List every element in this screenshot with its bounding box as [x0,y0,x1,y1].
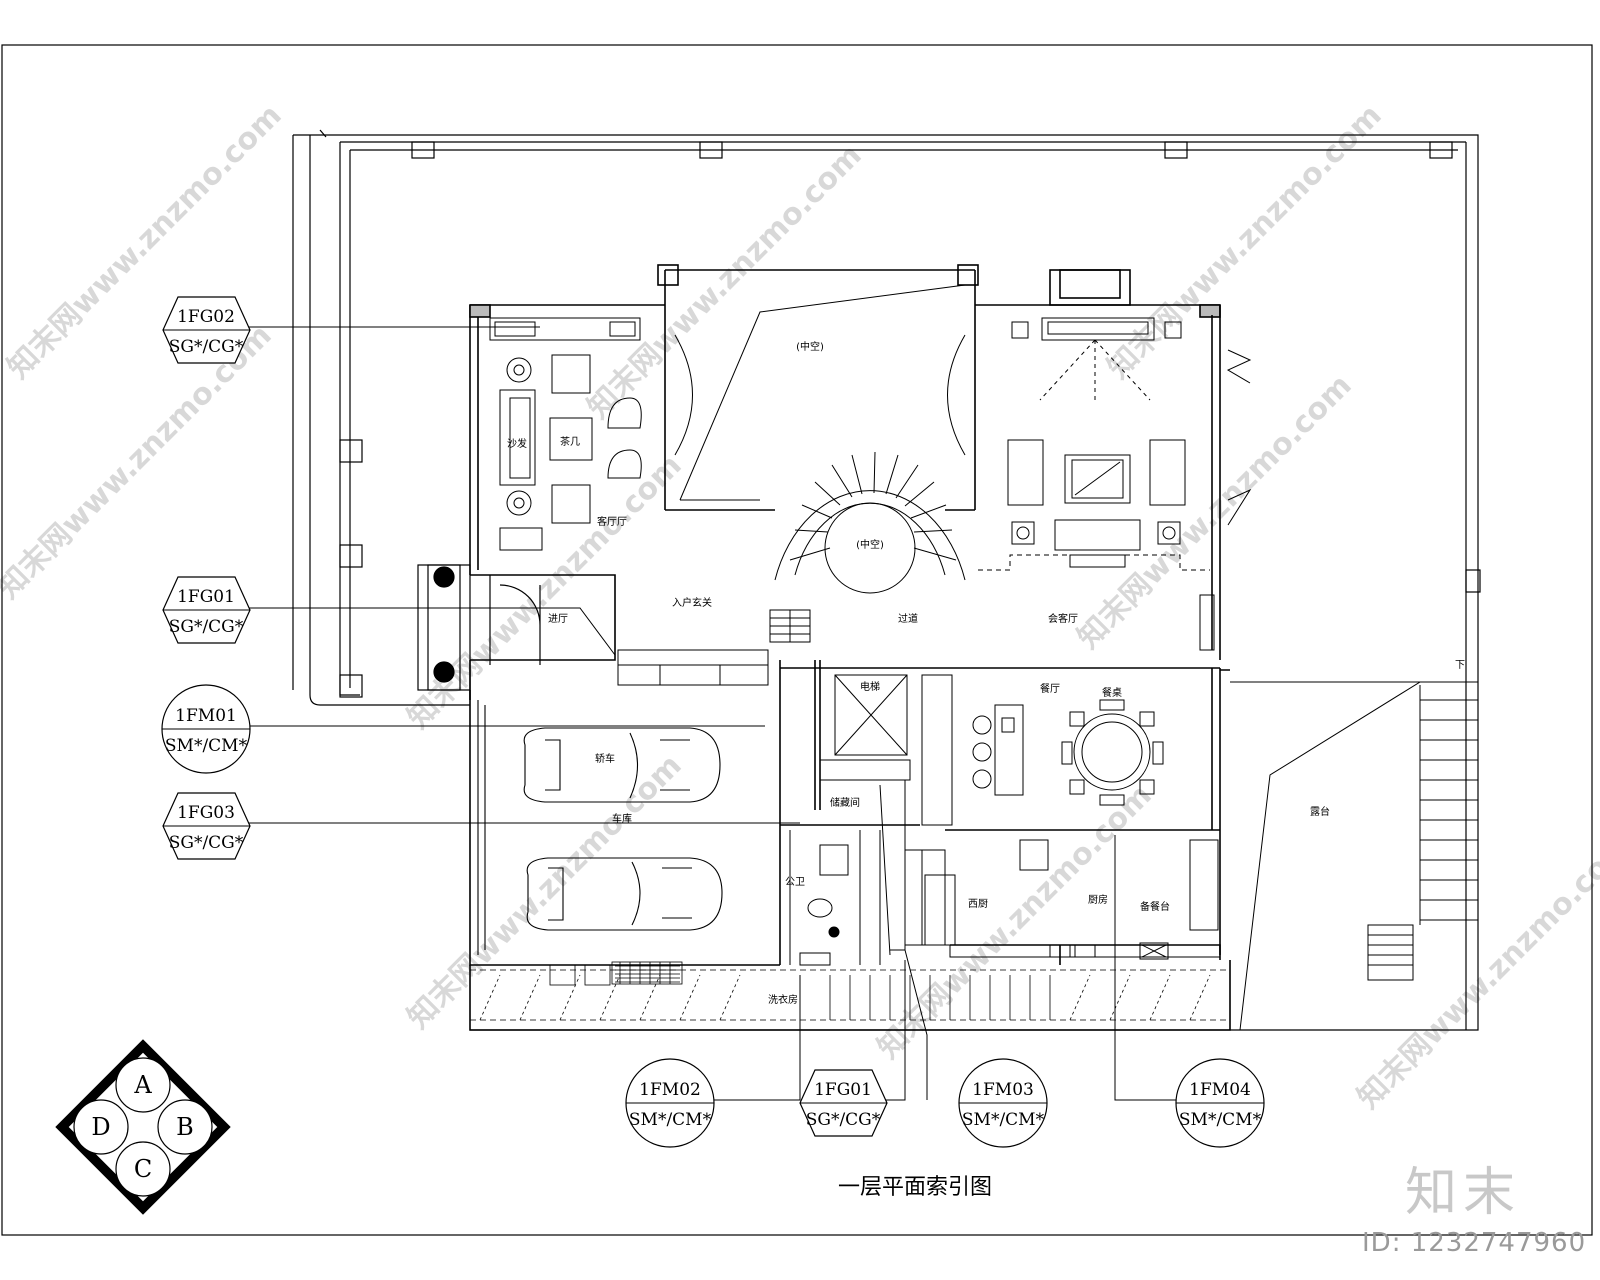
elevator-and-dining [819,674,1164,826]
entrance-cabinet [617,594,1215,686]
file-id: ID: 1232747960 [1362,1228,1587,1258]
index-tag-1fg01-bottom: 1FG01 SG*/CG* [799,1069,888,1137]
room-labels: (中空) (中空) 客厅厅 沙发 茶几 入户玄关 进厅 过道 会客厅 电梯 餐厅… [507,340,1465,1006]
room-label: 西厨 [968,898,988,910]
tag-sub: SM*/CM* [1179,1110,1262,1130]
watermark: 知末网www.znzmo.com [401,748,689,1036]
sheet-border [1,44,1593,1236]
watermark: 知末网www.znzmo.com [1101,98,1389,386]
lounge-furniture [489,317,642,551]
room-label: 下 [1455,660,1465,671]
room-label: 储藏间 [830,796,860,809]
drawing-title: 一层平面索引图 [838,1175,992,1200]
room-label: 沙发 [507,437,527,450]
spiral-staircase [774,451,966,594]
tag-code: 1FG01 [814,1080,872,1100]
tag-sub: SM*/CM* [629,1110,712,1130]
tag-code: 1FM03 [972,1080,1034,1100]
index-tag-1fm04: 1FM04 SM*/CM* [1175,1058,1265,1148]
tag-sub: SG*/CG* [806,1110,881,1130]
garage-cars [477,700,723,955]
room-label: 餐桌 [1102,686,1122,699]
brand-watermark: 知末 [1405,1163,1522,1223]
room-label: 茶几 [560,435,580,448]
upper-void-room [674,284,966,501]
room-label: 客厅厅 [597,515,627,528]
room-label: 电梯 [860,680,880,693]
index-tag-1fg01-left: 1FG01 SG*/CG* [162,576,251,644]
watermark: 知末网www.znzmo.com [401,448,689,736]
watermark: 知末网www.znzmo.com [1071,368,1359,656]
compass-label: C [134,1155,152,1183]
room-label: 厨房 [1088,893,1108,906]
room-label: 会客厅 [1048,612,1078,625]
room-label: 备餐台 [1140,900,1170,913]
tag-sub: SM*/CM* [962,1110,1045,1130]
toilet-storage [789,779,946,966]
tag-code: 1FG02 [177,307,235,327]
index-tag-1fm03: 1FM03 SM*/CM* [958,1058,1048,1148]
watermark: 知末网www.znzmo.com [1351,828,1600,1116]
room-label: 洗衣房 [768,993,798,1006]
room-label: 公卫 [785,877,805,888]
orientation-symbol: A B C D [55,1039,231,1215]
service-zone-hatch [470,961,1230,1021]
index-tag-1fg02: 1FG02 SG*/CG* [162,296,251,364]
compass-label: A [133,1071,152,1099]
room-label: 入户玄关 [672,596,712,609]
tag-code: 1FM04 [1189,1080,1251,1100]
tag-sub: SG*/CG* [169,833,244,853]
room-label: (中空) [796,340,824,353]
room-label: 轿车 [595,752,615,765]
index-tag-1fg03: 1FG03 SG*/CG* [162,792,251,860]
compass-label: D [91,1113,110,1141]
terrace-stairs [1230,681,1478,1031]
tag-sub: SG*/CG* [169,337,244,357]
room-label: 过道 [898,612,918,625]
room-label: 餐厅 [1040,682,1060,695]
tag-code: 1FM01 [175,706,237,726]
index-tag-1fm02: 1FM02 SM*/CM* [625,1058,715,1148]
tag-code: 1FM02 [639,1080,701,1100]
entrance-columns [417,564,541,691]
room-label: (中空) [856,538,884,551]
building-walls [469,264,1231,1031]
watermark: 知末网www.znzmo.com [581,138,869,426]
leader-lines [235,326,1190,1101]
tag-sub: SG*/CG* [169,617,244,637]
room-label: 露台 [1310,805,1330,818]
family-room-furniture [978,317,1252,571]
tag-sub: SM*/CM* [165,736,248,756]
index-tag-1fm01: 1FM01 SM*/CM* [161,684,251,774]
compass-label: B [176,1113,194,1141]
tag-code: 1FG01 [177,587,235,607]
room-label: 进厅 [548,613,568,625]
room-label: 车库 [612,812,632,825]
tag-code: 1FG03 [177,803,235,823]
